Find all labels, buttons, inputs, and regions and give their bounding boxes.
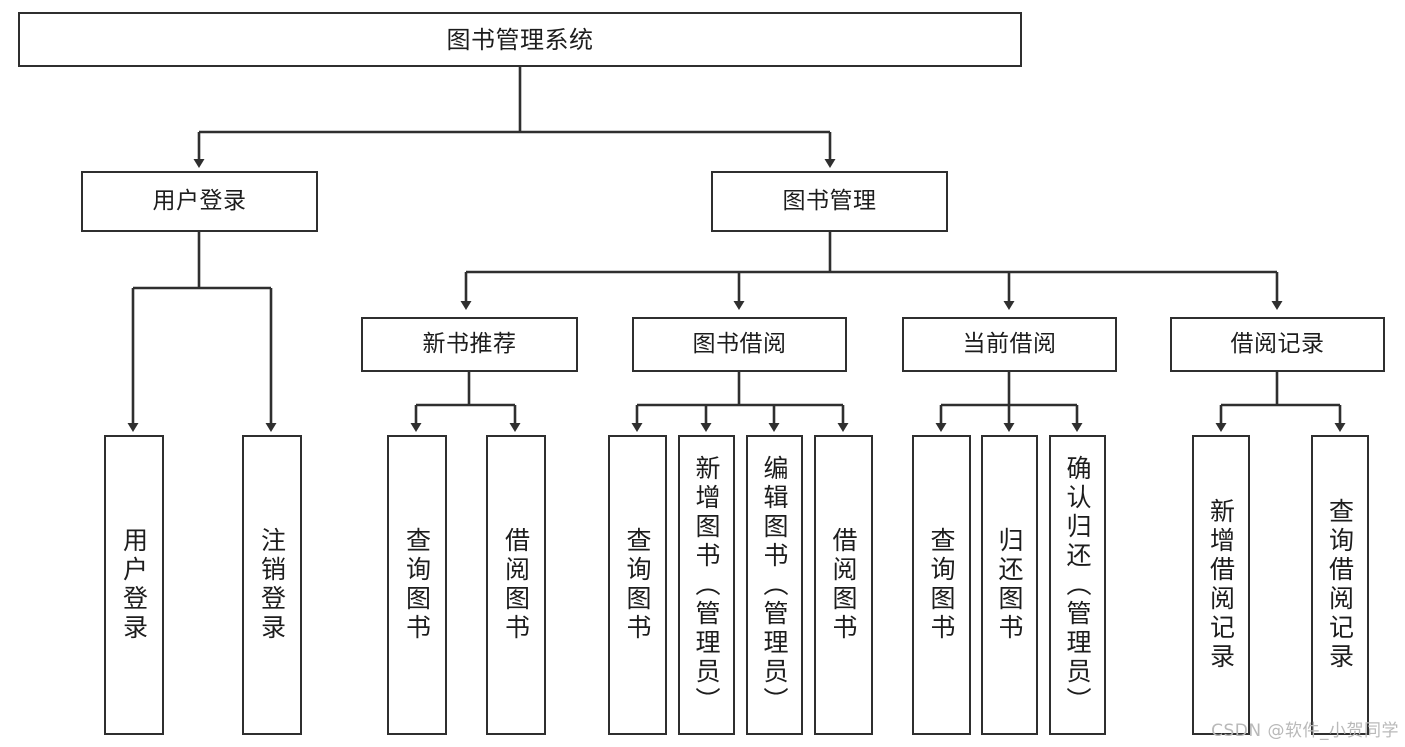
node-label: 新书推荐 xyxy=(422,331,517,358)
leaf-query-book-2[interactable]: 查询图书 xyxy=(608,435,667,735)
node-label: 图书借阅 xyxy=(692,331,787,358)
node-borrow-record[interactable]: 借阅记录 xyxy=(1170,317,1385,372)
node-label: 注销登录 xyxy=(257,527,287,643)
leaf-borrow-book-2[interactable]: 借阅图书 xyxy=(814,435,873,735)
node-current-borrow[interactable]: 当前借阅 xyxy=(902,317,1117,372)
node-user-login[interactable]: 用户登录 xyxy=(81,171,318,232)
node-book-manage[interactable]: 图书管理 xyxy=(711,171,948,232)
node-label: 当前借阅 xyxy=(962,331,1057,358)
node-label: 归还图书 xyxy=(995,527,1024,643)
node-label: 确认归还（管理员） xyxy=(1063,454,1092,716)
node-label: 借阅图书 xyxy=(501,527,531,643)
node-root-system[interactable]: 图书管理系统 xyxy=(18,12,1022,67)
node-label: 查询图书 xyxy=(402,527,432,643)
node-label: 用户登录 xyxy=(119,527,149,643)
leaf-borrow-book-1[interactable]: 借阅图书 xyxy=(486,435,546,735)
node-label: 新增图书（管理员） xyxy=(692,454,721,716)
node-label: 图书管理 xyxy=(782,188,877,215)
leaf-query-book-3[interactable]: 查询图书 xyxy=(912,435,971,735)
leaf-user-logout[interactable]: 注销登录 xyxy=(242,435,302,735)
node-label: 查询图书 xyxy=(623,527,652,643)
node-label: 查询借阅记录 xyxy=(1325,498,1355,672)
watermark-text: CSDN @软件_小贺同学 xyxy=(1211,721,1399,741)
leaf-confirm-return-admin[interactable]: 确认归还（管理员） xyxy=(1049,435,1106,735)
node-new-book-recommend[interactable]: 新书推荐 xyxy=(361,317,578,372)
leaf-edit-book-admin[interactable]: 编辑图书（管理员） xyxy=(746,435,803,735)
node-label: 借阅图书 xyxy=(829,527,858,643)
node-label: 新增借阅记录 xyxy=(1206,498,1236,672)
leaf-add-borrow-record[interactable]: 新增借阅记录 xyxy=(1192,435,1250,735)
node-label: 借阅记录 xyxy=(1230,331,1325,358)
leaf-add-book-admin[interactable]: 新增图书（管理员） xyxy=(678,435,735,735)
node-label: 编辑图书（管理员） xyxy=(760,454,789,716)
node-label: 图书管理系统 xyxy=(446,25,594,54)
leaf-return-book[interactable]: 归还图书 xyxy=(981,435,1038,735)
node-label: 用户登录 xyxy=(152,188,247,215)
leaf-query-book-1[interactable]: 查询图书 xyxy=(387,435,447,735)
leaf-query-borrow-record[interactable]: 查询借阅记录 xyxy=(1311,435,1369,735)
node-label: 查询图书 xyxy=(927,527,956,643)
leaf-user-login[interactable]: 用户登录 xyxy=(104,435,164,735)
node-book-borrow[interactable]: 图书借阅 xyxy=(632,317,847,372)
